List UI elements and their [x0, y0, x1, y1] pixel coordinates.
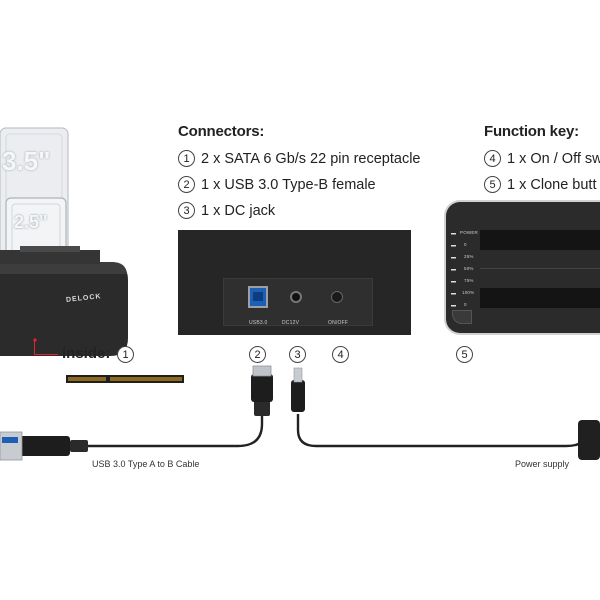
sata-connector — [66, 372, 184, 384]
connector-item-2-text: 1 x USB 3.0 Type-B female — [201, 176, 376, 193]
back-panel: USB3.0 DC12V ON/OFF — [178, 230, 411, 335]
side-panel: POWER 0 25% 50% 75% 100% 0 — [444, 200, 600, 335]
callout-1: 1 — [117, 346, 134, 363]
dc-jack — [290, 291, 302, 303]
side-panel-divider — [480, 268, 600, 269]
power-switch — [331, 291, 343, 303]
connector-item-3: 3 1 x DC jack — [178, 202, 275, 219]
led-label-100: 100% — [462, 290, 475, 295]
function-key-item-4-num: 4 — [484, 150, 501, 167]
led-label-power: POWER — [460, 230, 479, 235]
drive-size-label-35: 3.5" — [2, 146, 51, 176]
power-switch-label: ON/OFF — [328, 320, 349, 326]
led-label-0-bottom: 0 — [464, 302, 467, 307]
callout-5: 5 — [456, 346, 473, 363]
connector-item-3-text: 1 x DC jack — [201, 202, 276, 219]
usb-b-port-inner — [253, 292, 263, 301]
side-panel-slot-top — [480, 230, 600, 250]
usb-cable-label: USB 3.0 Type A to B Cable — [92, 459, 200, 469]
callout-4: 4 — [332, 346, 349, 363]
connector-item-2: 2 1 x USB 3.0 Type-B female — [178, 176, 376, 193]
cables-illustration — [0, 360, 600, 470]
function-key-item-4: 4 1 x On / Off sw — [484, 150, 600, 167]
drive-size-label-25: 2.5" — [14, 212, 48, 232]
connector-item-1-num: 1 — [178, 150, 195, 167]
side-panel-slot-bottom — [480, 288, 600, 308]
function-key-item-5-text: 1 x Clone butt — [507, 176, 597, 193]
clone-button — [452, 310, 472, 324]
function-key-item-4-text: 1 x On / Off sw — [507, 150, 600, 167]
power-supply-label: Power supply — [515, 459, 570, 469]
led-dots — [450, 232, 458, 312]
dc-port-label: DC12V — [282, 320, 300, 326]
callout-3: 3 — [289, 346, 306, 363]
inside-pointer-hline — [34, 354, 58, 355]
connector-item-2-num: 2 — [178, 176, 195, 193]
function-key-item-5-num: 5 — [484, 176, 501, 193]
led-label-25: 25% — [464, 254, 474, 259]
led-label-75: 75% — [464, 278, 474, 283]
connector-item-1-text: 2 x SATA 6 Gb/s 22 pin receptacle — [201, 150, 421, 167]
led-label-50: 50% — [464, 266, 474, 271]
inside-label: inside: — [62, 345, 111, 362]
connectors-title: Connectors: — [178, 123, 265, 140]
docking-station-graphic — [0, 127, 128, 356]
callout-2: 2 — [249, 346, 266, 363]
docking-station-illustration: 3.5" 2.5" DELOCK — [0, 110, 150, 360]
function-key-title: Function key: — [484, 123, 579, 140]
connector-item-1: 1 2 x SATA 6 Gb/s 22 pin receptacle — [178, 150, 421, 167]
led-label-0: 0 — [464, 242, 467, 247]
function-key-item-5: 5 1 x Clone butt — [484, 176, 596, 193]
inside-pointer-line — [34, 341, 35, 354]
connector-item-3-num: 3 — [178, 202, 195, 219]
usb-port-label: USB3.0 — [249, 320, 268, 326]
